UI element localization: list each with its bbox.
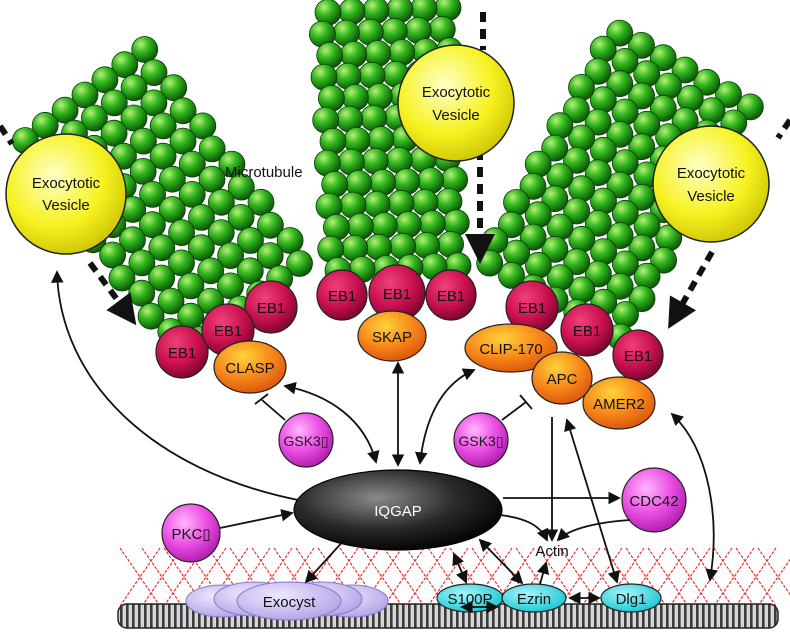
eb1-right-c: EB1 bbox=[624, 348, 652, 365]
arrow-clasp-iqgap bbox=[283, 381, 380, 464]
interaction-arrows bbox=[51, 270, 718, 614]
eb1-left-a: EB1 bbox=[168, 345, 196, 362]
pkc-label: PKC▯ bbox=[171, 526, 210, 543]
gsk3-left: GSK3▯ bbox=[278, 412, 334, 468]
eb1-mid-a: EB1 bbox=[328, 288, 356, 305]
arrow-iqgap-s100p bbox=[452, 552, 468, 584]
inhibit-gsk3-clasp bbox=[261, 399, 286, 421]
arrow-amer2-membrane bbox=[670, 412, 718, 582]
eb1-right-b: EB1 bbox=[573, 323, 601, 340]
skap-label: SKAP bbox=[372, 329, 412, 346]
iqgap-label: IQGAP bbox=[374, 503, 422, 520]
cdc42-label: CDC42 bbox=[629, 493, 678, 510]
transport-arrow-right-top bbox=[775, 118, 790, 140]
exocytotic-vesicle-left: Exocytotic Vesicle bbox=[5, 133, 127, 255]
ezrin-label: Ezrin bbox=[517, 591, 551, 608]
inhibit-gsk3-apc-bar bbox=[519, 394, 533, 410]
microtubule-label: Microtubule bbox=[225, 164, 303, 181]
vesicle-left-label-1: Exocytotic bbox=[32, 175, 101, 192]
eb1-left-b: EB1 bbox=[214, 323, 242, 340]
arrow-iqgap-to-vesicle bbox=[51, 270, 299, 501]
transport-arrow-right bbox=[668, 250, 715, 329]
arrow-cdc42-actin bbox=[556, 519, 631, 542]
vesicle-middle-label-2: Vesicle bbox=[432, 107, 480, 124]
exocyst-label: Exocyst bbox=[263, 594, 316, 611]
actin-label: Actin bbox=[535, 543, 568, 560]
vesicle-transport-arrows bbox=[0, 12, 790, 329]
vesicle-middle-label-1: Exocytotic bbox=[422, 84, 491, 101]
arrow-ezrin-actin bbox=[537, 561, 550, 585]
eb1-right-a: EB1 bbox=[518, 300, 546, 317]
arrow-iqgap-actin bbox=[499, 514, 549, 542]
pkc: PKC▯ bbox=[161, 503, 221, 563]
clip170-label: CLIP-170 bbox=[479, 341, 542, 358]
eb1-mid-b: EB1 bbox=[383, 286, 411, 303]
arrow-pkc-iqgap bbox=[219, 509, 294, 529]
arrow-apc-dlg1 bbox=[564, 418, 620, 584]
middle-plus-end-complex: EB1 EB1 EB1 SKAP bbox=[316, 264, 477, 362]
arrow-clip170-iqgap bbox=[414, 368, 476, 465]
gsk3-left-label: GSK3▯ bbox=[283, 433, 328, 449]
vesicle-right-label-2: Vesicle bbox=[687, 188, 735, 205]
clasp-label: CLASP bbox=[225, 360, 274, 377]
gsk3-right-label: GSK3▯ bbox=[458, 433, 503, 449]
left-plus-end-complex: EB1 EB1 EB1 CLASP bbox=[155, 280, 298, 394]
eb1-left-c: EB1 bbox=[257, 300, 285, 317]
arrow-iqgap-ezrin bbox=[478, 538, 524, 585]
right-plus-end-complex: EB1 EB1 EB1 CLIP-170 AMER2 APC bbox=[464, 280, 664, 430]
s100p-label: S100P bbox=[447, 591, 492, 608]
dlg1-label: Dlg1 bbox=[616, 591, 647, 608]
inhibit-gsk3-clasp-bar bbox=[254, 393, 269, 405]
eb1-mid-c: EB1 bbox=[437, 288, 465, 305]
transport-arrow-left-top bbox=[0, 124, 15, 146]
gsk3-right: GSK3▯ bbox=[453, 412, 509, 468]
exocyst: Exocyst bbox=[185, 581, 389, 621]
vesicle-left-label-2: Vesicle bbox=[42, 197, 90, 214]
iqgap: IQGAP bbox=[293, 469, 503, 551]
arrow-iqgap-exocyst bbox=[304, 537, 347, 584]
exocytotic-vesicle-right: Exocytotic Vesicle bbox=[652, 125, 770, 243]
apc-label: APC bbox=[547, 371, 578, 388]
amer2-label: AMER2 bbox=[593, 396, 645, 413]
vesicle-right-label-1: Exocytotic bbox=[677, 165, 746, 182]
dlg1: Dlg1 bbox=[600, 583, 662, 613]
transport-arrow-left bbox=[87, 261, 137, 326]
ezrin: Ezrin bbox=[501, 583, 567, 613]
exocytotic-vesicle-middle: Exocytotic Vesicle bbox=[397, 44, 515, 162]
inhibit-gsk3-apc bbox=[501, 401, 527, 421]
cdc42: CDC42 bbox=[621, 467, 687, 533]
inhibition-lines bbox=[254, 393, 533, 421]
